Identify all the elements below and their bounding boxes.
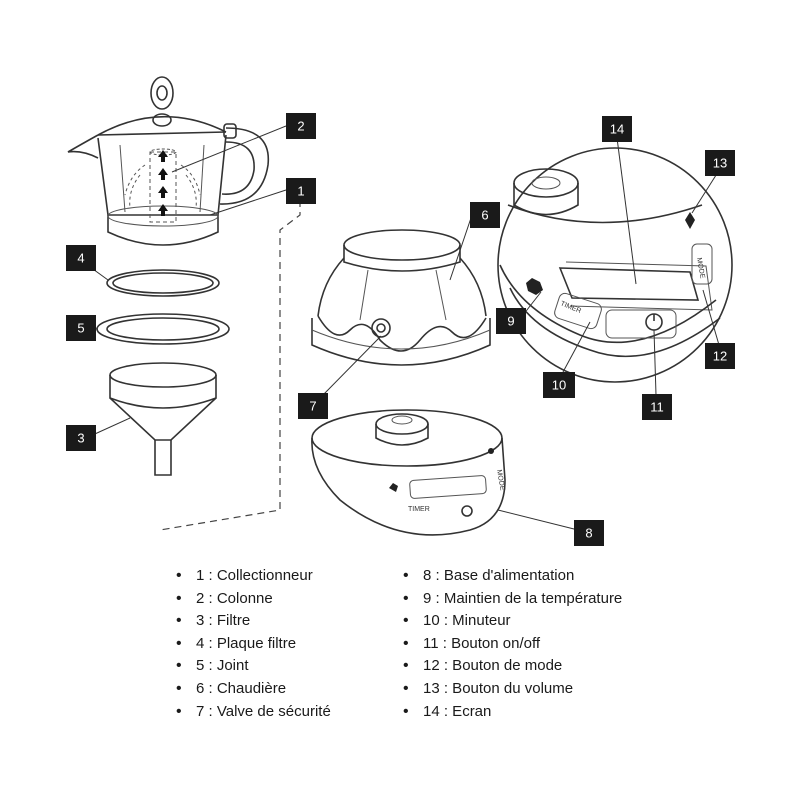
- legend-item: 9 : Maintien de la température: [403, 588, 622, 611]
- svg-text:TIMER: TIMER: [408, 506, 430, 513]
- gasket-part: [96, 313, 230, 345]
- legend-item: 1 : Collectionneur: [176, 565, 331, 588]
- assembly-guide-line: [159, 200, 301, 531]
- filter-plate-part: [106, 269, 220, 297]
- control-panel-zoom: TIMER MODE: [497, 147, 733, 383]
- svg-text:MODE: MODE: [495, 469, 506, 491]
- callout-5-label: 5: [77, 321, 84, 336]
- callout-2: 2: [286, 113, 316, 139]
- legend-item: 14 : Ecran: [403, 701, 622, 724]
- callout-11: 11: [642, 394, 672, 420]
- boiler-part: [311, 229, 491, 366]
- callout-3: 3: [66, 425, 96, 451]
- legend-item: 3 : Filtre: [176, 610, 331, 633]
- callout-13: 13: [705, 150, 735, 176]
- callout-9-label: 9: [507, 314, 514, 329]
- callout-12-label: 12: [713, 349, 727, 364]
- leader-lines: [85, 125, 720, 531]
- callout-1: 1: [286, 178, 316, 204]
- legend-item: 4 : Plaque filtre: [176, 633, 331, 656]
- legend-item: 13 : Bouton du volume: [403, 678, 622, 701]
- callout-9: 9: [496, 308, 526, 334]
- callout-11-label: 11: [650, 400, 664, 415]
- legend-item: 12 : Bouton de mode: [403, 655, 622, 678]
- callout-12: 12: [705, 343, 735, 369]
- legend-right: 8 : Base d'alimentation 9 : Maintien de …: [403, 565, 622, 723]
- mode-key-label: MODE: [695, 257, 706, 279]
- collector-part: [67, 76, 270, 246]
- callout-5: 5: [66, 315, 96, 341]
- callout-2-label: 2: [297, 119, 304, 134]
- legend-item: 11 : Bouton on/off: [403, 633, 622, 656]
- callout-8: 8: [574, 520, 604, 546]
- legend-item: 7 : Valve de sécurité: [176, 701, 331, 724]
- legend-item: 8 : Base d'alimentation: [403, 565, 622, 588]
- callout-14-label: 14: [610, 122, 624, 137]
- callout-1-label: 1: [297, 184, 304, 199]
- callout-7: 7: [298, 393, 328, 419]
- callout-14: 14: [602, 116, 632, 142]
- callout-7-label: 7: [309, 399, 316, 414]
- callout-6-label: 6: [481, 208, 488, 223]
- legend-item: 10 : Minuteur: [403, 610, 622, 633]
- callout-13-label: 13: [713, 156, 727, 171]
- callout-6: 6: [470, 202, 500, 228]
- legend-left: 1 : Collectionneur 2 : Colonne 3 : Filtr…: [176, 565, 331, 723]
- legend-item: 6 : Chaudière: [176, 678, 331, 701]
- funnel-filter-part: [109, 362, 217, 476]
- callout-4: 4: [66, 245, 96, 271]
- callout-8-label: 8: [585, 526, 592, 541]
- callout-4-label: 4: [77, 251, 84, 266]
- power-base-part: TIMER MODE: [311, 409, 506, 536]
- legend-item: 2 : Colonne: [176, 588, 331, 611]
- timer-key-label: TIMER: [559, 300, 582, 315]
- callout-3-label: 3: [77, 431, 84, 446]
- callout-10-label: 10: [552, 378, 566, 393]
- legend-item: 5 : Joint: [176, 655, 331, 678]
- callout-10: 10: [543, 372, 575, 398]
